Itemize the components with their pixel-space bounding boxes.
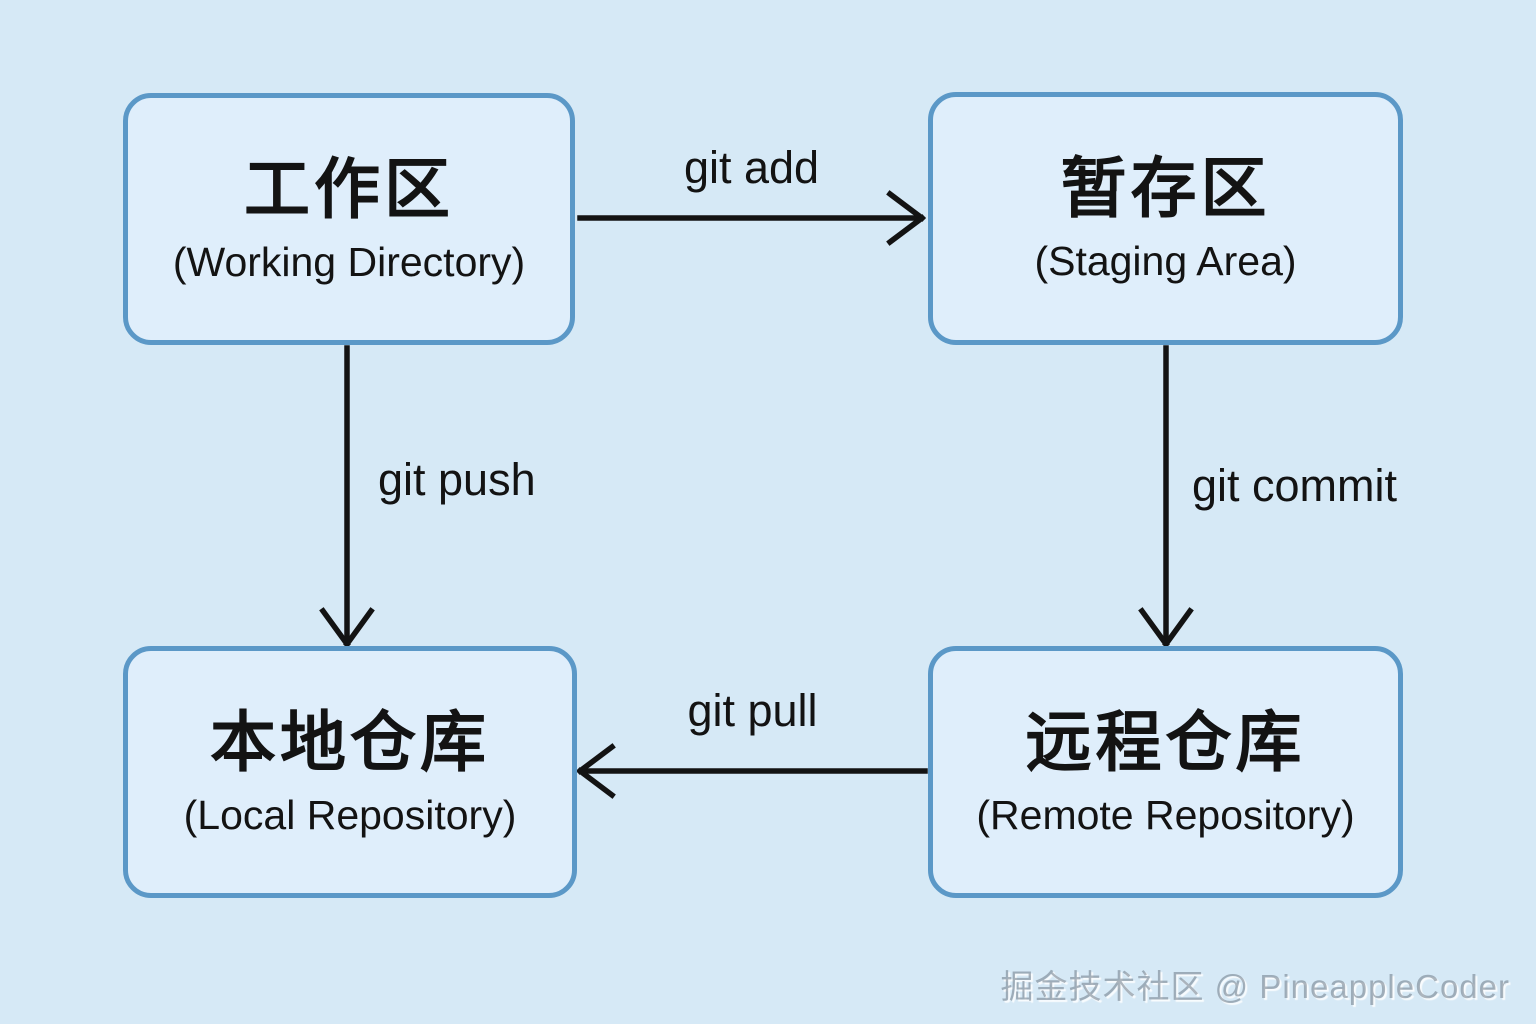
node-local-repository: 本地仓库 (Local Repository): [123, 646, 577, 898]
arrow-git-push: [319, 345, 375, 648]
watermark: 掘金技术社区 @ PineappleCoder: [1000, 968, 1510, 1005]
node-staging-area-subtitle: (Staging Area): [1034, 238, 1297, 284]
node-remote-repository: 远程仓库 (Remote Repository): [928, 646, 1403, 898]
node-staging-area-title: 暂存区: [1060, 151, 1271, 225]
edge-label-git-commit: git commit: [1192, 460, 1398, 511]
arrow-git-pull: [576, 743, 928, 799]
arrow-git-add: [577, 190, 926, 246]
node-working-directory-subtitle: (Working Directory): [172, 238, 526, 285]
node-local-repository-title: 本地仓库: [210, 704, 490, 779]
node-remote-repository-subtitle: (Remote Repository): [976, 791, 1355, 838]
arrow-git-commit: [1138, 345, 1194, 648]
edge-label-git-pull: git pull: [687, 685, 818, 736]
node-staging-area: 暂存区 (Staging Area): [928, 92, 1403, 345]
node-remote-repository-title: 远程仓库: [1025, 704, 1306, 779]
node-working-directory: 工作区 (Working Directory): [123, 93, 575, 345]
node-local-repository-subtitle: (Local Repository): [183, 791, 517, 838]
node-working-directory-title: 工作区: [244, 151, 454, 226]
edge-label-git-push: git push: [378, 454, 536, 505]
edge-label-git-add: git add: [683, 142, 820, 193]
